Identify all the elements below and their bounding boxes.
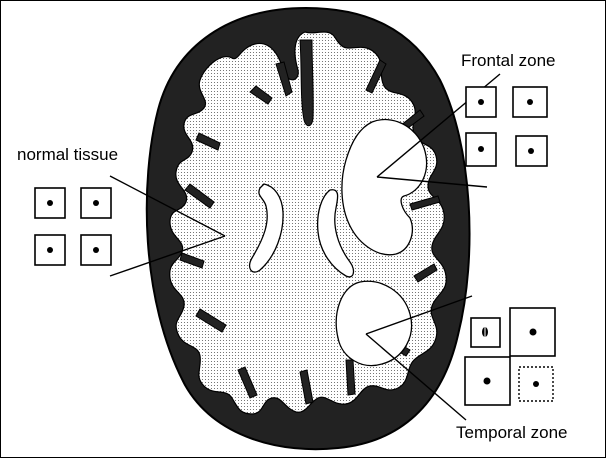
frontal-voxel-grid — [466, 87, 547, 166]
normal-voxel-grid — [35, 188, 111, 265]
temporal-zone-label: Temporal zone — [456, 424, 568, 441]
normal-tissue-label: normal tissue — [17, 146, 118, 163]
frontal-zone-label: Frontal zone — [461, 52, 556, 69]
